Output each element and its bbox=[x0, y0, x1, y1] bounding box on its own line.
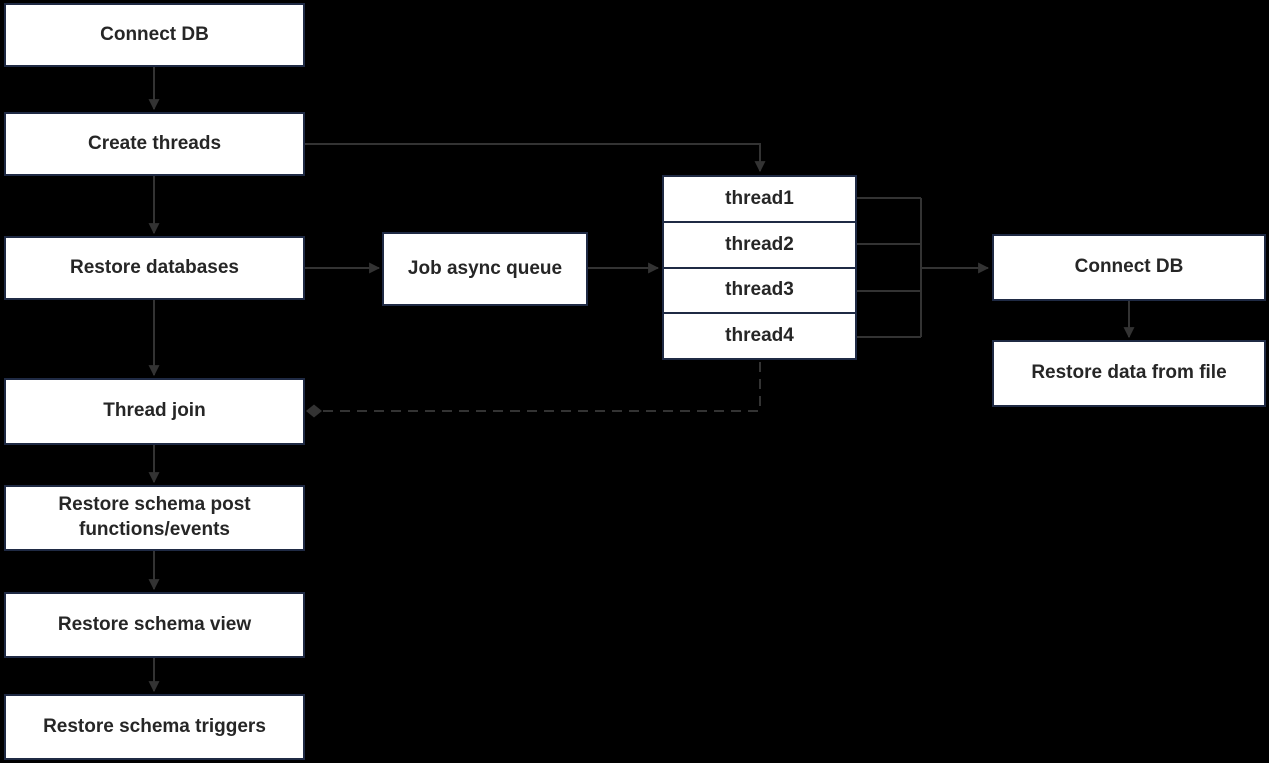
node-job-async-queue: Job async queue bbox=[382, 232, 588, 306]
node-thread1: thread1 bbox=[725, 187, 794, 209]
node-thread4: thread4 bbox=[664, 312, 855, 358]
node-restore-schema-view: Restore schema view bbox=[4, 592, 305, 658]
node-restore-schema-post: Restore schema post functions/events bbox=[4, 485, 305, 551]
node-connect-db-2: Connect DB bbox=[992, 234, 1266, 301]
node-restore-schema-triggers: Restore schema triggers bbox=[4, 694, 305, 760]
arrow-createthreads-to-threadstack bbox=[305, 143, 766, 173]
node-connect-db-1: Connect DB bbox=[4, 3, 305, 67]
node-restore-databases: Restore databases bbox=[4, 236, 305, 300]
node-thread3: thread3 bbox=[664, 266, 855, 313]
node-thread-join: Thread join bbox=[4, 378, 305, 445]
node-restore-data-from-file: Restore data from file bbox=[992, 340, 1266, 407]
diamond-arrowhead-threadjoin bbox=[306, 404, 322, 418]
node-thread2: thread2 bbox=[664, 220, 855, 267]
thread-bus-lines bbox=[857, 197, 922, 338]
node-create-threads: Create threads bbox=[4, 112, 305, 176]
thread-stack: thread1 thread2 thread3 thread4 bbox=[662, 175, 857, 360]
dashed-line-threadstack-to-threadjoin bbox=[322, 362, 761, 412]
